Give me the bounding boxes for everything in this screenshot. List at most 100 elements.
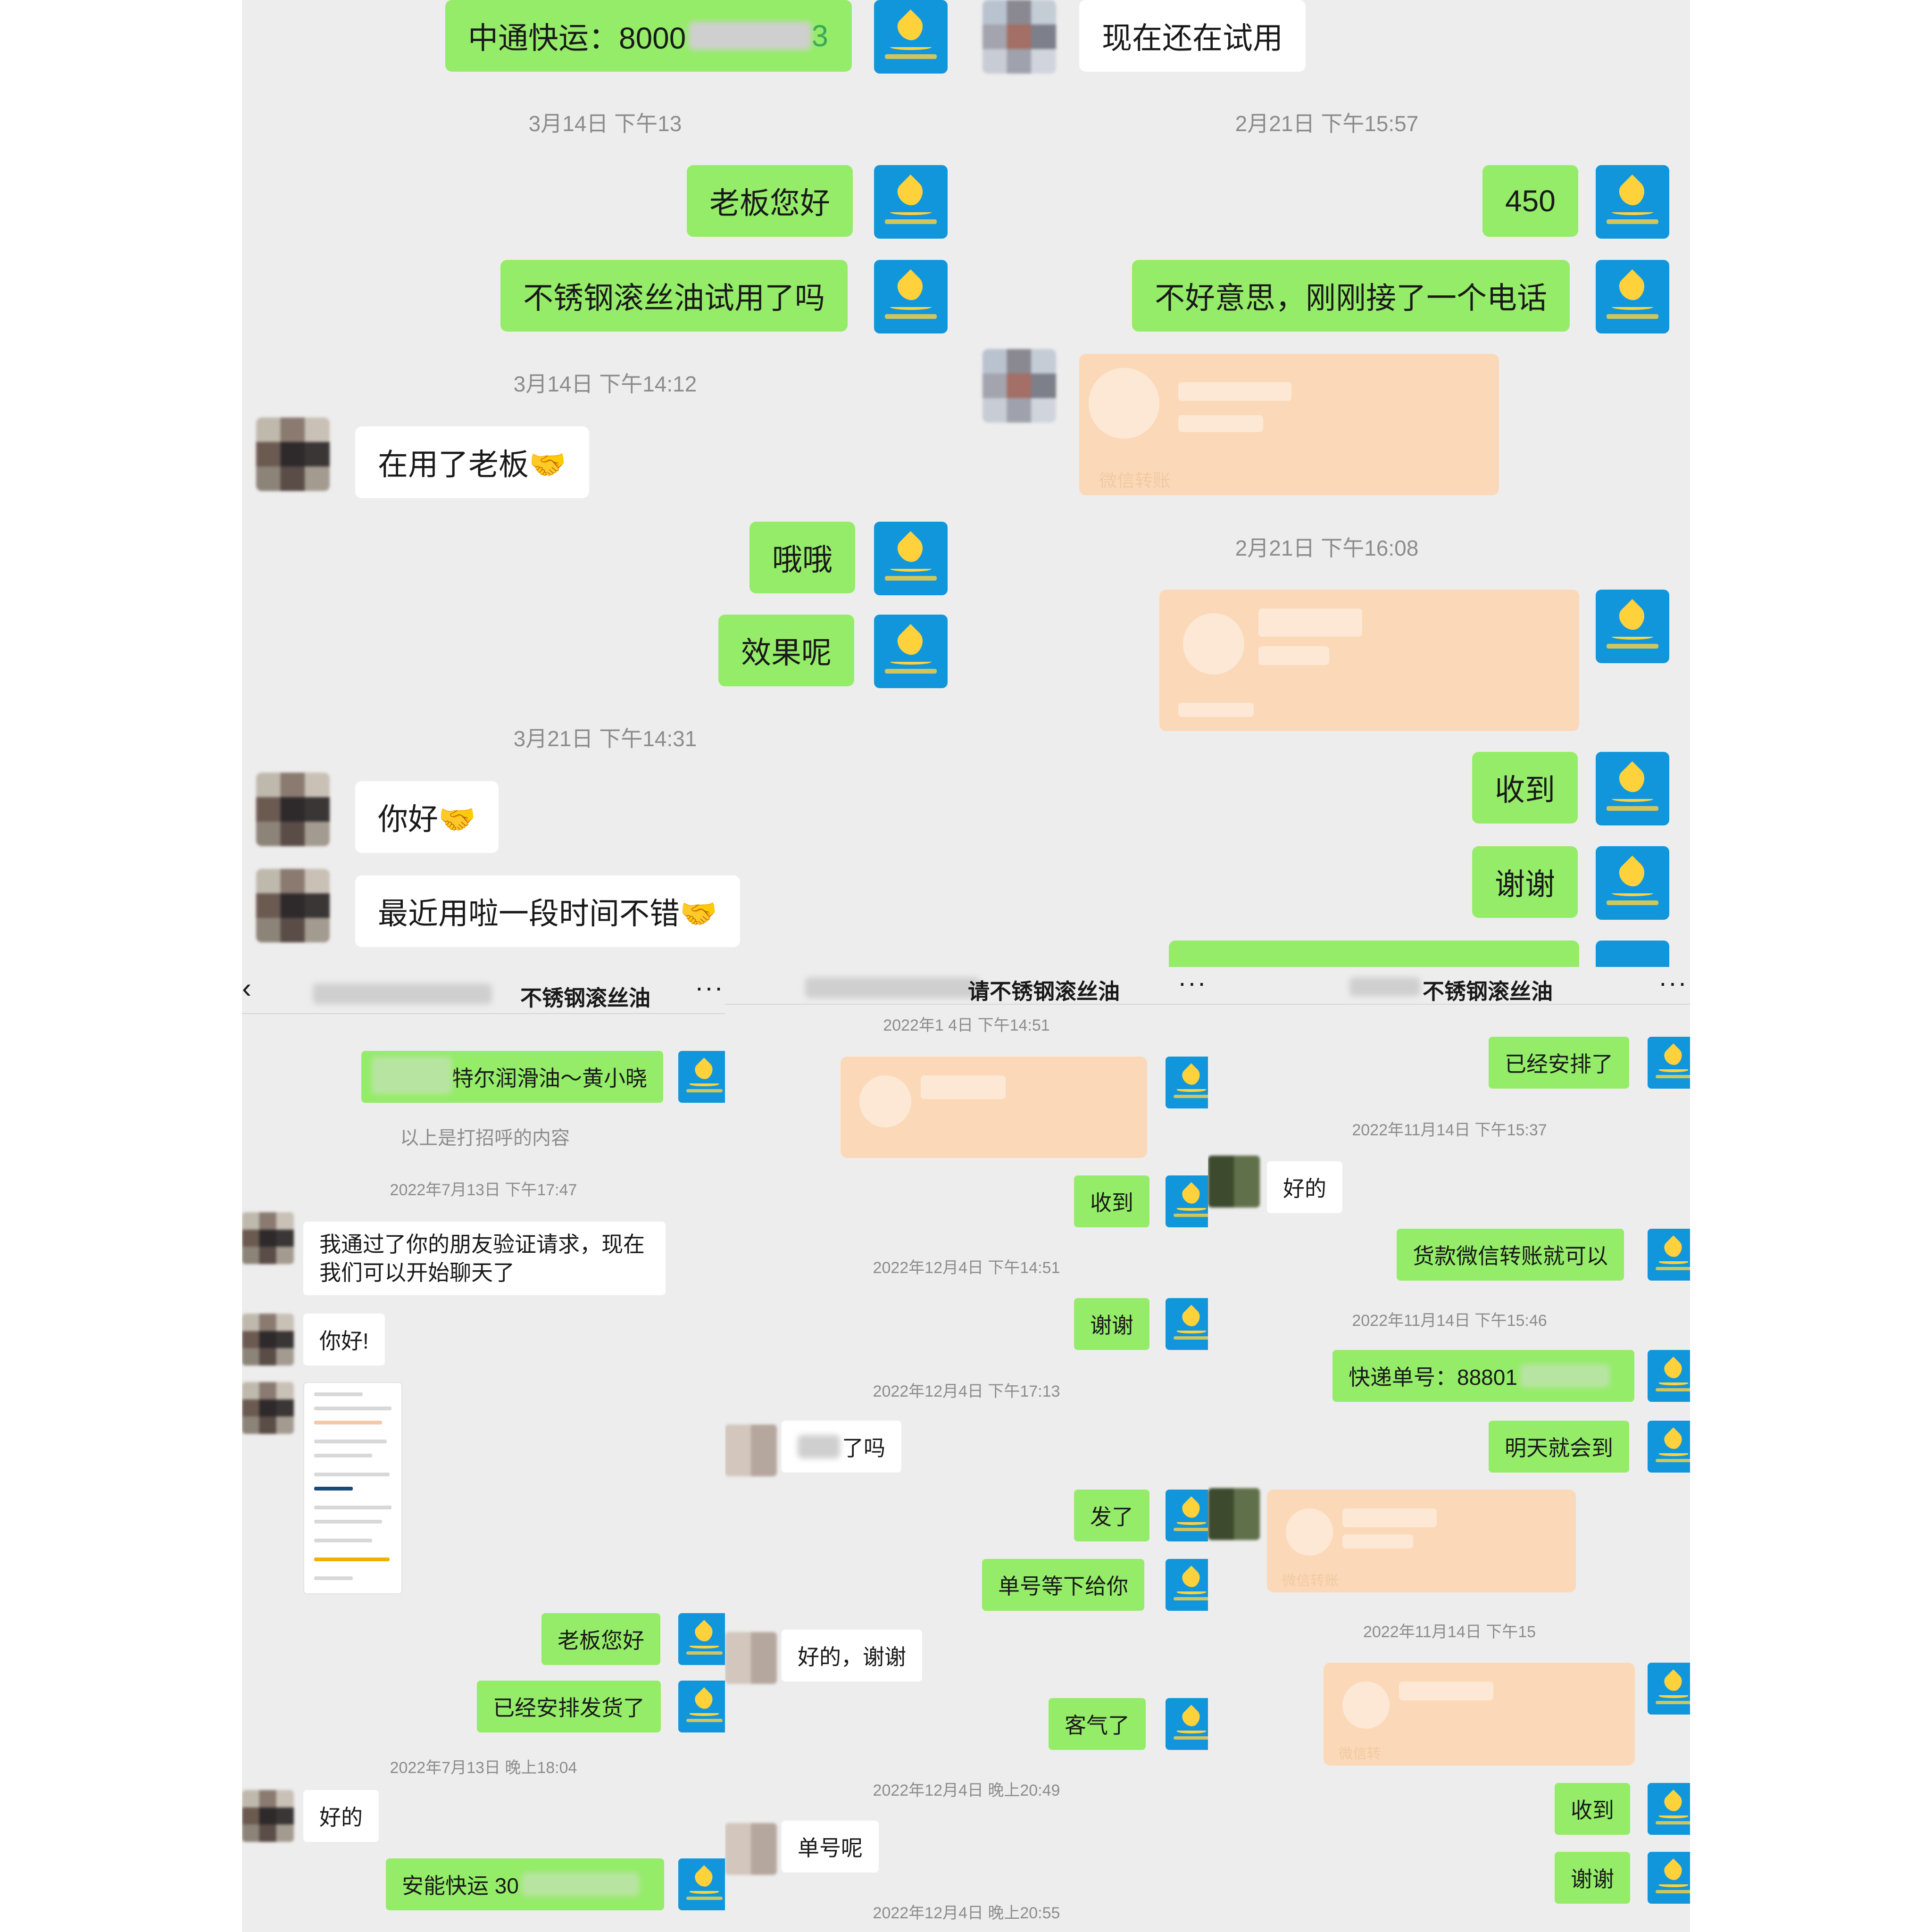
screenshot-image[interactable] [303,1382,402,1594]
avatar[interactable] [874,615,948,688]
message-bubble[interactable]: 货款微信转账就可以 [1397,1229,1624,1281]
contact-avatar[interactable] [983,0,1056,74]
wechat-transfer-card[interactable] [1159,590,1579,731]
message-bubble[interactable]: 快递单号：88801 [1332,1350,1634,1402]
timestamp: 3月14日 下午13 [528,111,682,136]
message-bubble[interactable]: 谢谢 [1472,846,1578,918]
avatar[interactable] [1596,752,1669,825]
message-bubble[interactable]: 最近用啦一段时间不错🤝 [355,875,740,947]
avatar[interactable] [874,0,948,74]
redaction-mask [372,1057,452,1094]
message-text: 收到 [1090,1191,1133,1215]
avatar[interactable] [1166,1698,1208,1750]
message-bubble[interactable]: 单号等下给你 [982,1559,1144,1611]
message-bubble[interactable]: 在用了老板🤝 [355,426,589,498]
wechat-transfer-card[interactable]: 微信转账 [1079,354,1499,495]
message-bubble[interactable]: 中通快运：8000 3 [445,0,852,72]
message-bubble[interactable]: 你好! [303,1314,385,1366]
avatar[interactable] [874,522,948,595]
wechat-transfer-card[interactable]: 微信转账 [1267,1490,1576,1592]
more-icon[interactable]: ··· [1178,967,1207,997]
message-bubble[interactable]: 收到 [1555,1783,1630,1835]
message-bubble[interactable]: 单号呢 [782,1821,879,1873]
redaction-mask [805,977,980,998]
contact-avatar[interactable] [725,1424,777,1476]
avatar[interactable] [678,1051,725,1103]
avatar[interactable] [1596,846,1669,920]
message-bubble[interactable]: 已经安排了 [1489,1037,1629,1089]
avatar[interactable] [1166,1175,1208,1227]
message-bubble[interactable]: 好的 [1267,1161,1342,1213]
message-bubble[interactable]: 谢谢 [1555,1852,1630,1904]
message-bubble[interactable]: 效果呢 [718,615,854,686]
chat-title: 请不锈钢滚丝油 [968,979,1120,1004]
contact-avatar[interactable] [256,773,330,846]
message-bubble[interactable]: 不好意思，刚刚接了一个电话 [1132,260,1570,332]
message-bubble[interactable]: 现在还在试用 [1079,0,1306,72]
contact-avatar[interactable] [256,869,330,942]
avatar[interactable] [1166,1490,1208,1541]
message-bubble[interactable]: 谢谢 [1074,1298,1149,1350]
contact-avatar[interactable] [256,417,330,491]
chat-panel-bottom-middle: 请不锈钢滚丝油 ··· 2022年1 4日 下午14:51 收到 2022年12… [725,967,1208,1932]
avatar[interactable] [1166,1057,1208,1108]
contact-avatar[interactable] [242,1314,294,1366]
avatar[interactable] [678,1681,725,1732]
message-bubble[interactable]: 我通过了你的朋友验证请求，现在我们可以开始聊天了 [303,1222,666,1295]
message-bubble[interactable]: 哦哦 [749,522,855,593]
avatar[interactable] [1648,1229,1690,1281]
avatar[interactable] [1166,1559,1208,1611]
message-bubble[interactable]: 好的 [303,1790,379,1842]
contact-avatar[interactable] [725,1632,777,1684]
message-bubble[interactable]: 你好🤝 [355,781,499,853]
wechat-transfer-card[interactable] [841,1057,1147,1158]
avatar[interactable] [1648,1037,1690,1089]
avatar[interactable] [1596,590,1669,663]
message-bubble[interactable]: 老板您好 [541,1613,660,1665]
message-bubble[interactable]: 收到 [1074,1175,1149,1227]
message-text: 不好意思，刚刚接了一个电话 [1155,281,1547,315]
contact-avatar[interactable] [242,1790,294,1842]
avatar[interactable] [1166,1298,1208,1350]
contact-avatar[interactable] [1208,1156,1260,1208]
message-bubble[interactable]: 收到 [1472,752,1578,824]
avatar[interactable] [874,260,948,333]
message-bubble[interactable]: 好的，谢谢 [782,1630,922,1682]
message-text: 已经安排了 [1505,1052,1613,1076]
message-bubble[interactable]: 发了 [1074,1490,1149,1541]
contact-avatar[interactable] [1208,1488,1260,1540]
avatar[interactable] [1596,165,1669,239]
avatar[interactable] [678,1613,725,1665]
contact-avatar[interactable] [242,1212,294,1264]
message-text: 450 [1505,184,1556,218]
contact-avatar[interactable] [983,349,1056,423]
timestamp: 2022年12月4日 晚上20:55 [873,1904,1060,1922]
message-bubble[interactable]: 客气了 [1049,1698,1146,1750]
chevron-left-icon[interactable]: ‹ [242,972,252,1004]
wechat-transfer-card[interactable]: 微信转 [1324,1663,1635,1765]
message-bubble[interactable]: 老板您好 [687,165,853,237]
avatar[interactable] [1648,1852,1690,1904]
more-icon[interactable]: ··· [1658,967,1688,997]
avatar[interactable] [1648,1783,1690,1835]
message-text: 了吗 [842,1436,885,1460]
message-text: 单号呢 [798,1836,863,1860]
more-icon[interactable]: ··· [695,972,724,1002]
message-bubble[interactable]: 已经安排发货了 [477,1681,661,1732]
message-bubble[interactable]: 不锈钢滚丝油试用了吗 [500,260,848,332]
message-bubble[interactable]: 明天就会到 [1489,1421,1629,1473]
avatar[interactable] [678,1858,725,1910]
avatar[interactable] [874,165,948,239]
message-text: 快递单号：88801 [1349,1365,1517,1390]
message-bubble[interactable]: 450 [1482,165,1578,237]
message-bubble[interactable]: 安能快运 30 [386,1858,664,1910]
message-text: 好的 [1283,1176,1326,1201]
avatar[interactable] [1648,1663,1690,1715]
contact-avatar[interactable] [242,1382,294,1434]
contact-avatar[interactable] [725,1823,777,1875]
avatar[interactable] [1648,1421,1690,1473]
message-bubble[interactable]: 了吗 [782,1421,901,1473]
avatar[interactable] [1596,260,1669,333]
timestamp: 2022年11月14日 下午15:46 [1352,1312,1547,1330]
avatar[interactable] [1648,1350,1690,1402]
